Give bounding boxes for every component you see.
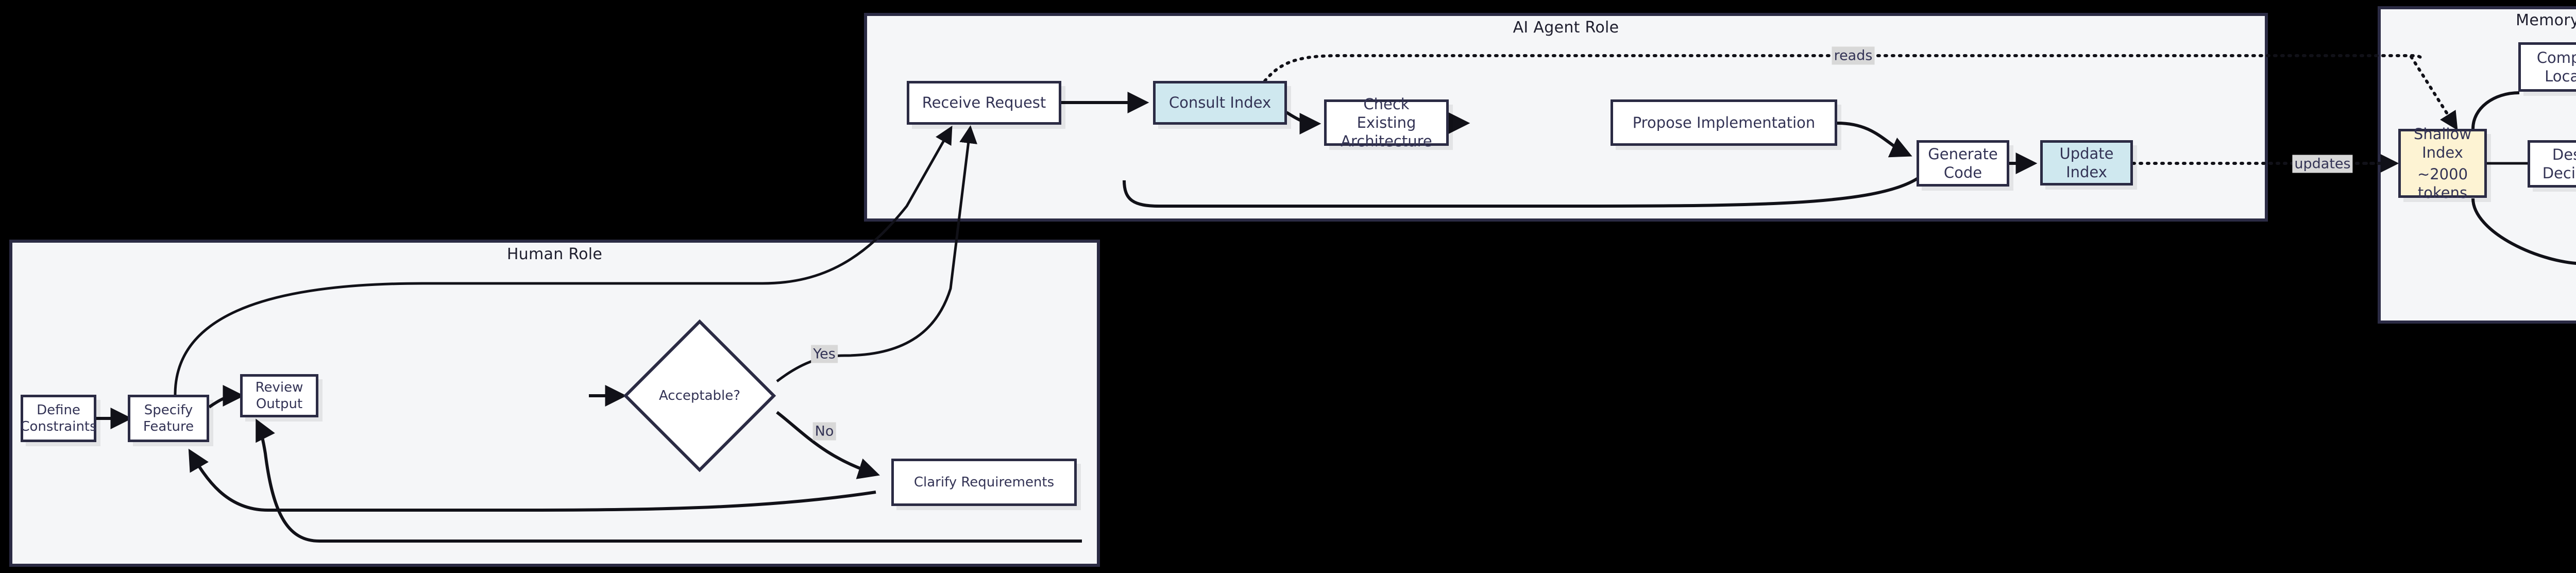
diamond-shape [623,319,776,473]
subgraph-title-memory-prosthesis: Memory Prosthesis [2516,11,2576,29]
edge-label-yes: Yes [811,345,838,363]
subgraph-title-ai-agent-role: AI Agent Role [1513,19,1619,37]
node-design-decisions[interactable]: Design Decisions [2528,140,2576,188]
node-check-existing-architecture[interactable]: Check Existing Architecture [1324,95,1449,150]
subgraph-title-human-role: Human Role [506,245,603,263]
node-update-index[interactable]: Update Index [2040,140,2133,186]
edge-label-updates: updates [2292,155,2353,173]
acceptable-label: Acceptable? [658,388,741,403]
node-review-output[interactable]: Review Output [240,374,318,417]
node-propose-implementation[interactable]: Propose Implementation [1611,99,1837,146]
edge-label-reads: reads [1832,46,1875,65]
node-component-locations[interactable]: Component Locations [2518,42,2576,92]
shallow-index-line2: ~2000 tokens [2417,165,2468,202]
edge-label-no: No [812,422,836,441]
node-receive-request[interactable]: Receive Request [907,81,1061,125]
node-define-constraints[interactable]: Define Constraints [20,395,97,442]
node-generate-code[interactable]: Generate Code [1917,140,2009,187]
subgraph-ai-agent-role [864,13,2268,222]
node-shallow-index[interactable]: Shallow Index ~2000 tokens [2398,125,2487,201]
node-clarify-requirements[interactable]: Clarify Requirements [891,459,1077,506]
node-acceptable-decision[interactable]: Acceptable? [622,318,777,473]
shallow-index-line1: Shallow Index [2413,125,2472,161]
node-consult-index[interactable]: Consult Index [1153,81,1287,125]
node-specify-feature[interactable]: Specify Feature [128,395,209,442]
